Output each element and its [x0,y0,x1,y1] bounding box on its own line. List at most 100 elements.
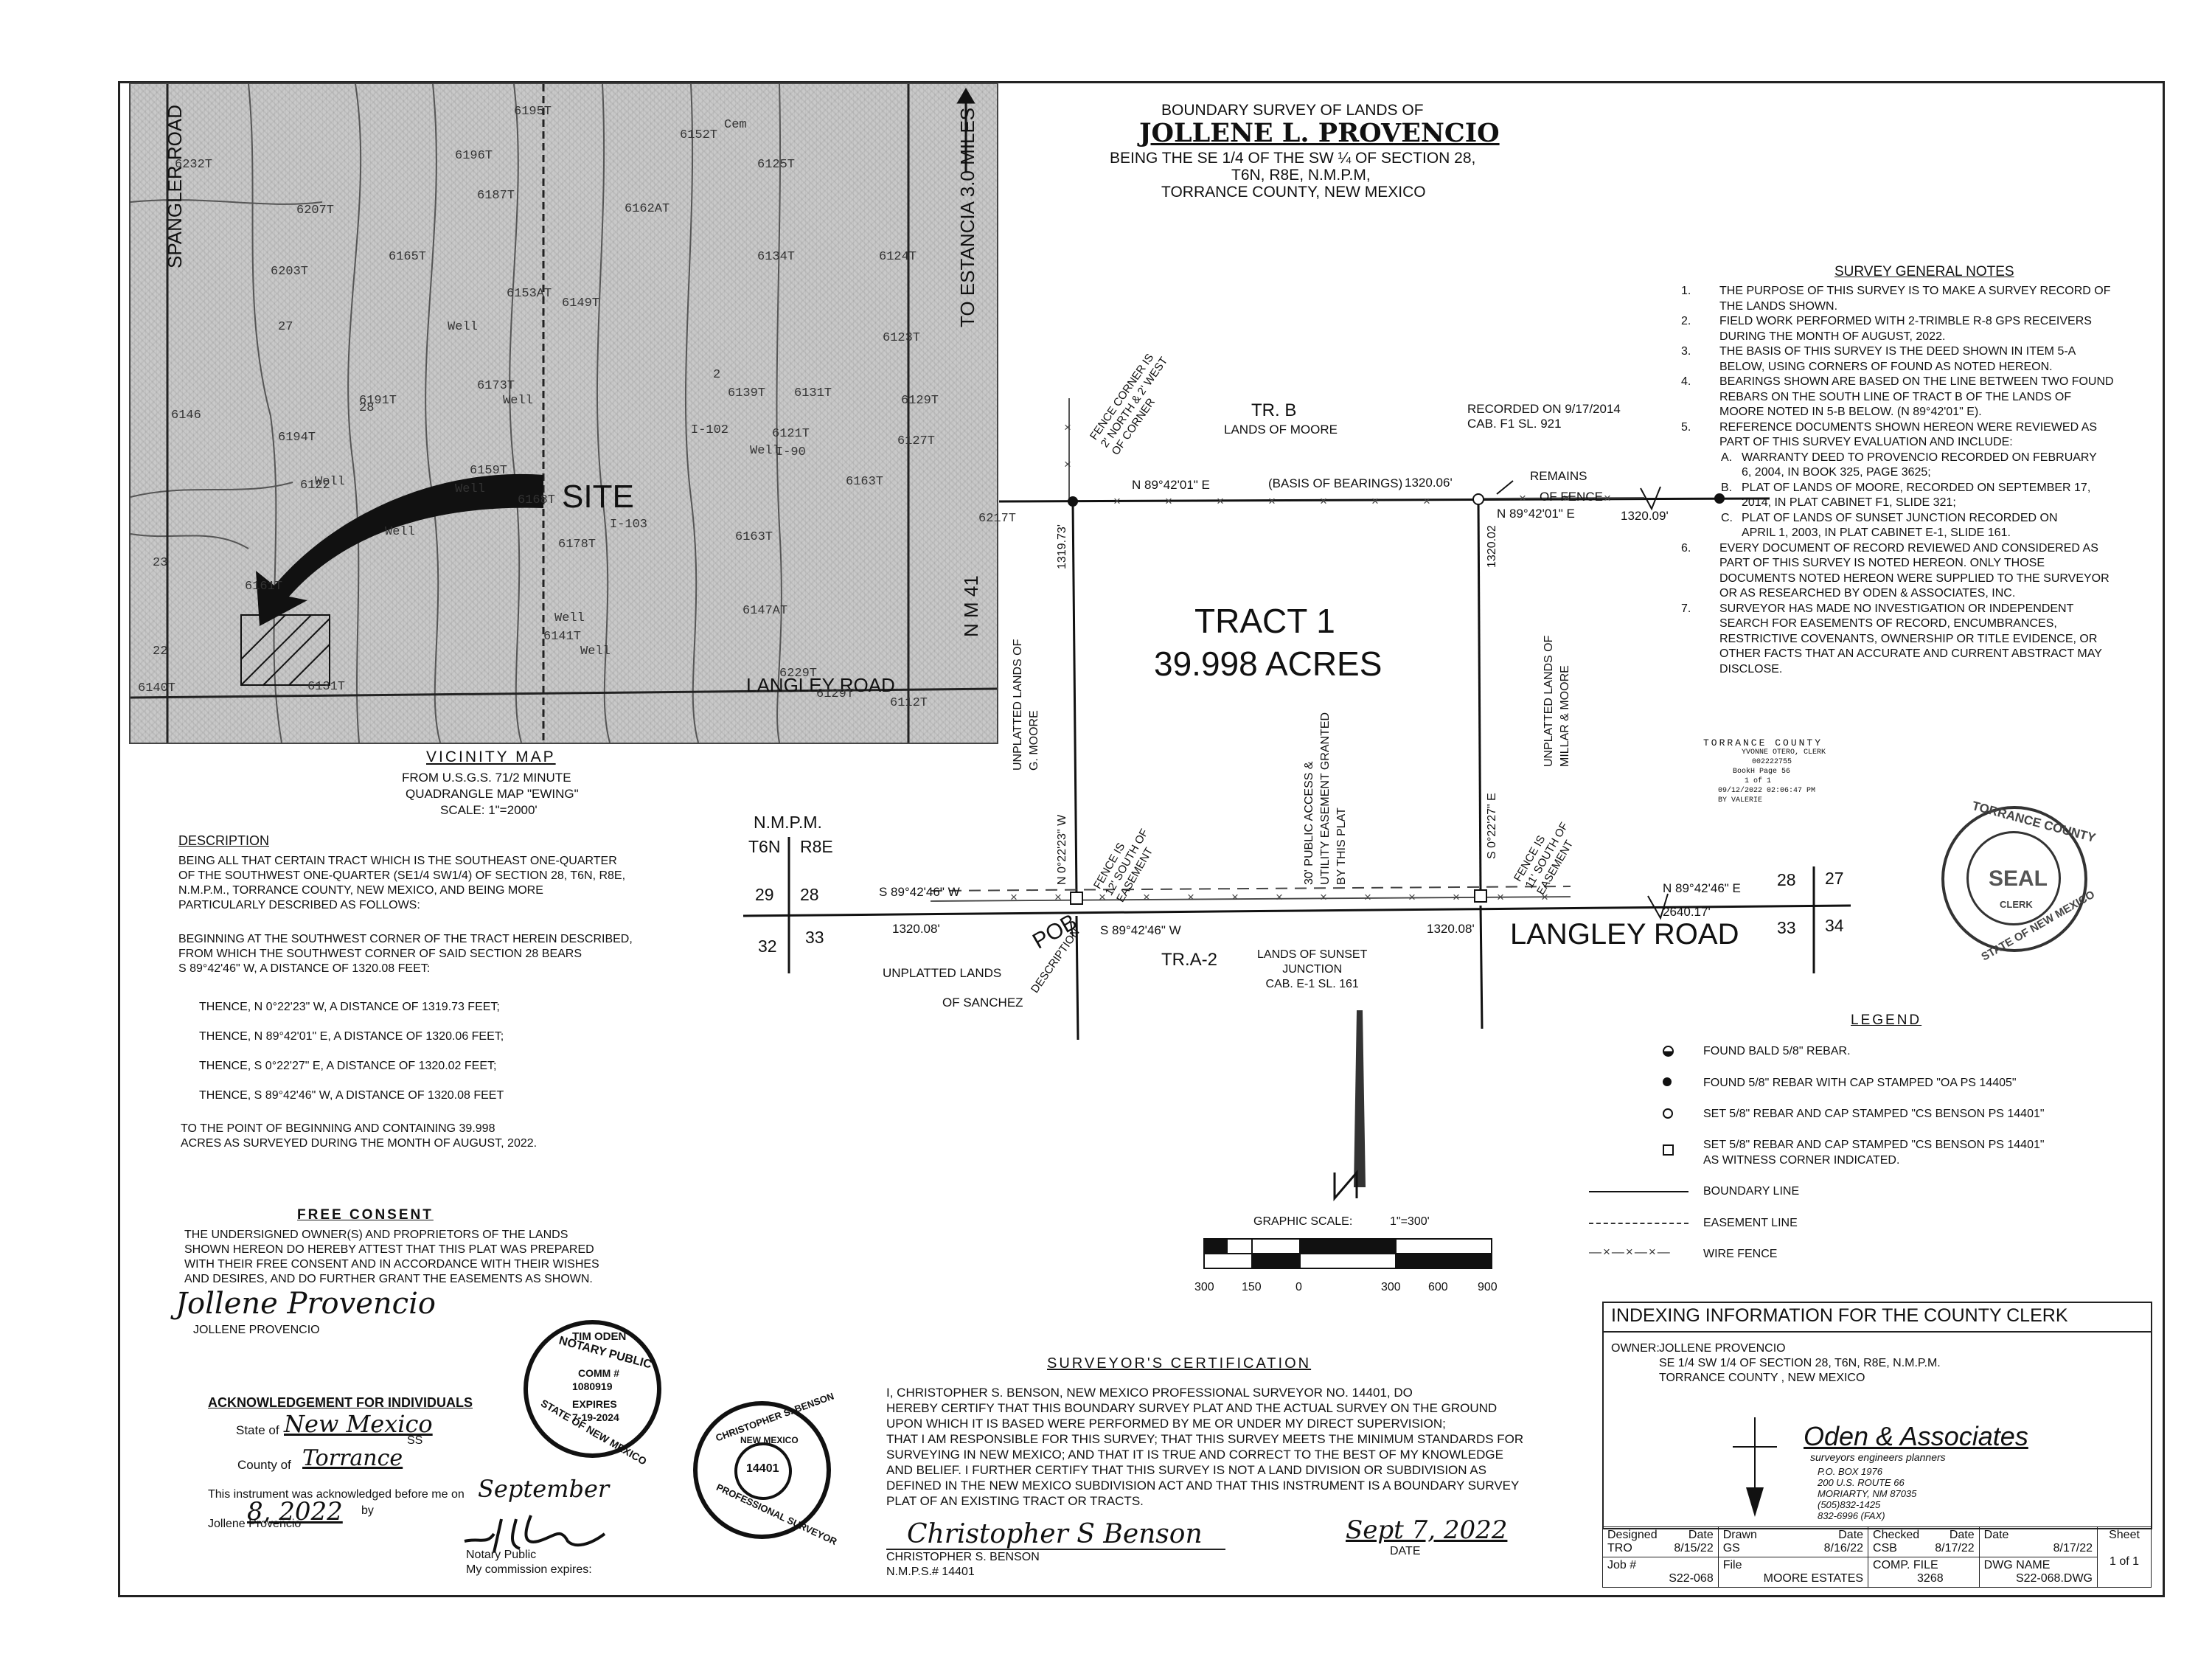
indexing-heading: INDEXING INFORMATION FOR THE COUNTY CLER… [1611,1305,2068,1326]
legend-text-line: SET 5/8" REBAR AND CAP STAMPED "CS BENSO… [1703,1108,2045,1120]
designed-date: 8/15/22 [1674,1542,1714,1554]
note-item: B.PLAT OF LANDS OF MOORE, RECORDED ON SE… [1675,481,2114,511]
fence-x-marker: × [1320,890,1327,904]
dwg-label: DWG NAME [1983,1559,2051,1571]
fence-x-marker: × [1217,494,1224,508]
fence-x-marker: × [1231,890,1239,904]
r8e-label: R8E [800,837,833,856]
note-line: 2014, IN PLAT CABINET F1, SLIDE 321; [1742,496,1956,509]
map-elevation-label: 6149T [562,296,600,310]
section-32: 32 [758,937,777,956]
ack-line-1: This instrument was acknowledged before … [208,1488,465,1501]
ack-state-label: State of [236,1423,279,1437]
section-29: 29 [755,885,774,904]
map-elevation-label: 6141T [543,630,582,644]
map-elevation-label: 6146 [171,409,201,423]
surveyor-signature: Christopher S Benson [907,1519,1203,1549]
map-elevation-label: 6178T [558,538,597,552]
note-line: DISCLOSE. [1719,662,1783,675]
map-elevation-label: 6168T [518,493,556,507]
ack-county-value: Torrance [302,1445,403,1471]
indexing-divider [1602,1331,2151,1333]
fence-x-marker: × [1320,494,1327,508]
ack-county-label: County of [237,1458,291,1472]
stamp-county: TORRANCE COUNTY [1703,737,1823,748]
fence-x-marker: × [1423,494,1430,508]
map-elevation-label: 6129T [901,394,939,408]
nmpm-label: N.M.P.M. [754,813,822,832]
witness-corner-sw [1070,892,1083,905]
note-item: 4.BEARINGS SHOWN ARE BASED ON THE LINE B… [1675,375,2114,420]
sunset-line: LANDS OF SUNSET [1257,948,1368,961]
ne-distance: 1320.09' [1621,509,1669,523]
west-bearing: N 0°22'23" W [1056,814,1068,885]
langley-road-label: LANGLEY ROAD [1510,918,1739,951]
topo-contours [130,83,998,743]
note-number: 6. [1681,541,1691,555]
notary-seal-comm: COMM # [578,1367,619,1379]
ne-bearing: N 89°42'01" E [1497,507,1575,521]
consent-text: THE UNDERSIGNED OWNER(S) AND PROPRIETORS… [184,1228,599,1287]
designed-label: Designed [1607,1529,1658,1541]
legend-heading: LEGEND [1851,1012,1922,1028]
tra2-east-line [1479,905,1484,1029]
set-rebar-icon [1663,1108,1673,1119]
map-elevation-label: 6162AT [625,202,670,216]
map-elevation-label: I-90 [776,445,806,459]
legend-text-line: FOUND 5/8" REBAR WITH CAP STAMPED "OA PS… [1703,1077,2017,1089]
county-seal-stamp: TORRANCE COUNTY SEAL CLERK STATE OF NEW … [1941,799,2097,963]
plumb-bob-logo-icon [1733,1417,1777,1517]
fence-x-marker: × [1563,491,1571,505]
scale-tick-1: 300 [1194,1281,1214,1293]
vicinity-map-image: SPANGLER ROAD TO ESTANCIA 3.0 MILES SITE… [129,83,1016,744]
title-line-1: BOUNDARY SURVEY OF LANDS OF [1161,102,1424,119]
title-owner: JOLLENE L. PROVENCIO [1139,118,1500,148]
note-line: APRIL 1, 2003, IN PLAT CABINET E-1, SLID… [1742,527,2011,539]
wire-fence-line [930,896,1571,902]
recorded-date: RECORDED ON 9/17/2014 [1467,402,1621,416]
drawn-date: 8/16/22 [1823,1542,1864,1554]
note-line: RESTRICTIVE COVENANTS, OWNERSHIP OR TITL… [1719,632,2098,645]
north-distance: 1320.06' [1405,476,1453,490]
fence-x-marker: × [1165,494,1172,508]
map-elevation-label: 6191T [359,394,397,408]
fence-x-marker: × [1268,494,1276,508]
notary-seal-name: TIM ODEN [572,1330,627,1343]
note-line: THE LANDS SHOWN. [1719,299,1838,313]
map-elevation-label: 6124T [879,250,917,264]
ack-heading: ACKNOWLEDGEMENT FOR INDIVIDUALS [208,1395,473,1410]
note-number: B. [1721,481,1733,494]
note-number: A. [1721,451,1733,464]
map-elevation-label: 6112T [890,696,928,710]
scale-tick-3: 0 [1295,1281,1302,1293]
map-elevation-label: 6159T [470,464,508,478]
easement-line [930,886,1571,892]
scale-tick-2: 150 [1242,1281,1262,1293]
note-line: SEARCH FOR EASEMENTS OF RECORD, ENCUMBRA… [1719,617,2057,630]
description-p1-line: BEING ALL THAT CERTAIN TRACT WHICH IS TH… [178,855,617,867]
unplatted-sanchez-1: UNPLATTED LANDS [883,966,1002,980]
comp-file-label: COMP. FILE [1873,1559,1938,1571]
description-p2-line: BEGINNING AT THE SOUTHWEST CORNER OF THE… [178,933,633,945]
note-line: PART OF THIS SURVEY EVALUATION AND INCLU… [1719,436,2013,448]
easement-note: 30' PUBLIC ACCESS &UTILITY EASEMENT GRAN… [1301,712,1350,885]
note-line: BEARINGS SHOWN ARE BASED ON THE LINE BET… [1719,375,2114,388]
note-item: 5.REFERENCE DOCUMENTS SHOWN HEREON WERE … [1675,420,2114,451]
indexing-county: TORRANCE COUNTY , NEW MEXICO [1659,1372,1865,1384]
map-elevation-label: Well [455,482,485,496]
checked-date-label: Date [1949,1529,1975,1541]
description-call-2: THENCE, N 89°42'01" E, A DISTANCE OF 132… [199,1030,504,1043]
fence-x-marker: × [1276,890,1283,904]
owner-signature: Jollene Provencio [175,1287,436,1321]
tract-label: TRACT 1 [1194,602,1335,640]
checked-date: 8/17/22 [1935,1542,1975,1554]
notary-seal-number: 1080919 [572,1380,613,1392]
ack-by: by [361,1504,374,1517]
monument-found-nw [1068,496,1078,507]
